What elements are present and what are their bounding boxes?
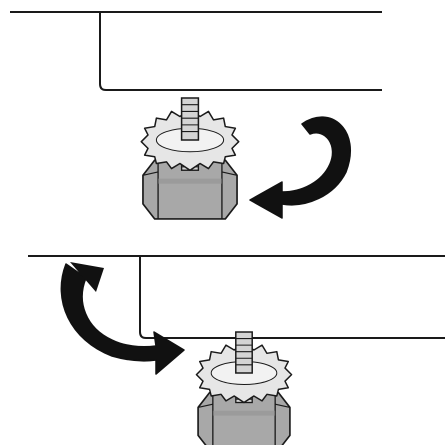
curved-arrow-icon	[60, 262, 185, 375]
bottom-leveling-foot-icon	[195, 331, 293, 445]
top-panel	[10, 11, 382, 220]
rotate-clockwise-arrow-icon	[249, 116, 352, 219]
bottom-panel	[28, 255, 445, 445]
top-leveling-foot-icon	[140, 97, 240, 220]
bottom-appliance-outline	[28, 255, 445, 339]
top-appliance-outline	[10, 11, 382, 91]
